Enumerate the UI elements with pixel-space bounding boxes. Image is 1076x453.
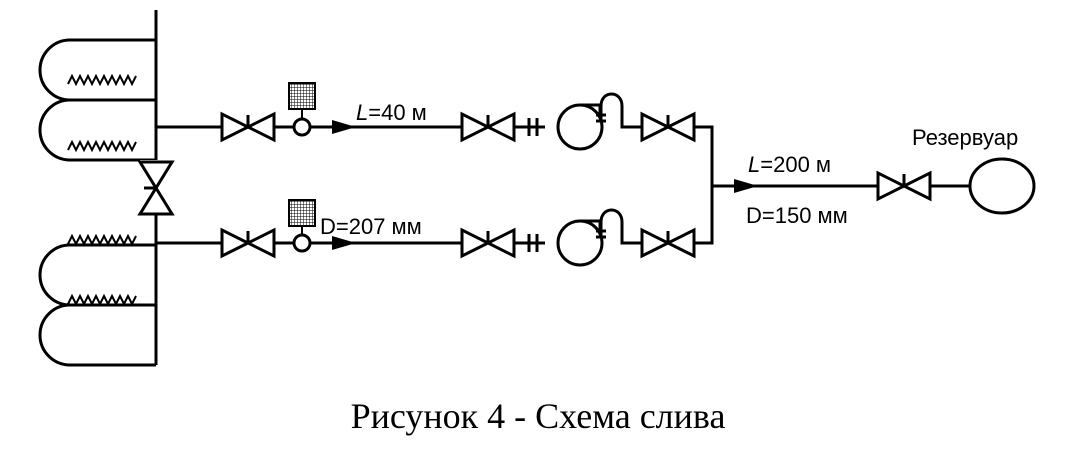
valve-icon (876, 170, 932, 202)
valve-icon (460, 227, 516, 259)
flow-arrow-icon (332, 236, 356, 250)
reservoir-label: Резервуар (912, 125, 1018, 150)
figure-caption: Рисунок 4 - Схема слива (351, 396, 726, 436)
flange-icon (527, 234, 539, 252)
pump-icon (556, 208, 642, 267)
diameter-label-1: D=207 мм (320, 214, 422, 239)
collector-valve-icon (137, 160, 175, 216)
tank-hose-4 (38, 293, 156, 367)
tank-hose-2 (38, 98, 156, 162)
tank-hose-3 (38, 233, 156, 307)
filter-sensor-icon (288, 82, 316, 137)
valve-icon (640, 111, 696, 143)
filter-sensor-icon (288, 199, 316, 253)
valve-icon (460, 111, 516, 143)
valve-icon (220, 227, 276, 259)
flow-arrow-icon (332, 120, 356, 134)
reservoir-icon (968, 157, 1036, 215)
flange-icon (527, 118, 539, 136)
flow-arrow-icon (734, 179, 758, 193)
valve-icon (640, 227, 696, 259)
tank-hose-1 (38, 38, 156, 102)
diameter-label-2: D=150 мм (746, 203, 848, 228)
valve-icon (220, 111, 276, 143)
pump-icon (556, 92, 642, 151)
length-label-1: L=40 м (356, 100, 427, 125)
discharge-manifold-line (694, 125, 714, 245)
length-label-2: L=200 м (748, 152, 831, 177)
